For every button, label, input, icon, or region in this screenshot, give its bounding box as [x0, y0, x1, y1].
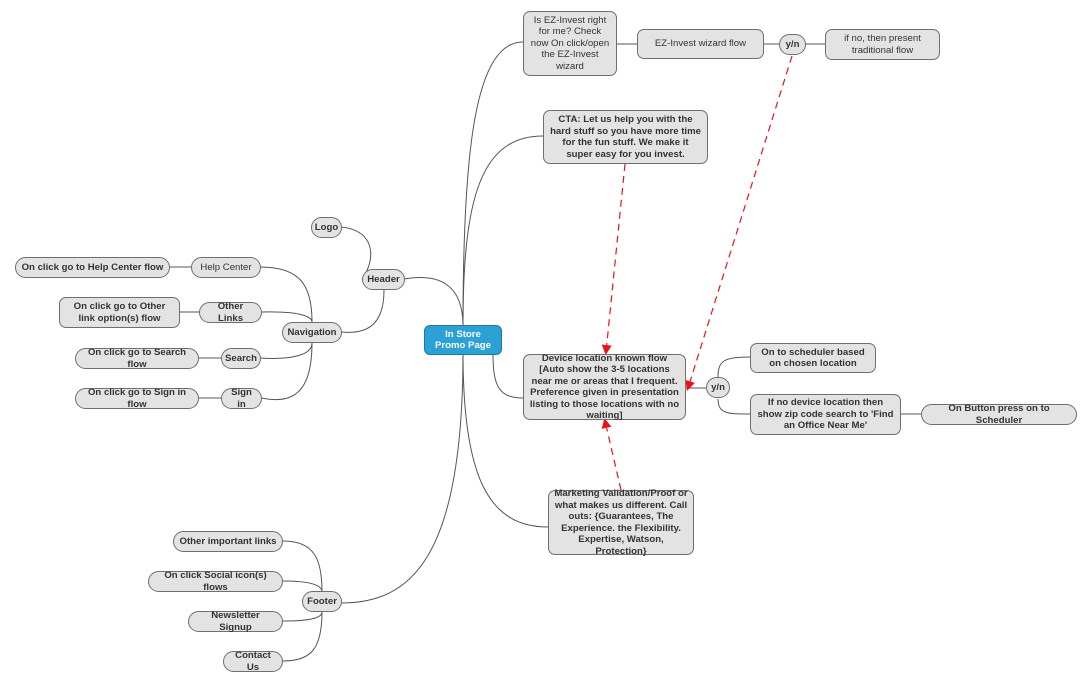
- link-central-footer: [340, 352, 464, 604]
- link-central-header: [403, 277, 464, 327]
- footer-newsletter[interactable]: Newsletter Signup: [188, 610, 283, 633]
- logo-node[interactable]: Logo: [311, 217, 342, 238]
- link-footer-contact: [282, 611, 323, 662]
- nav-other-links[interactable]: Other Links: [199, 301, 262, 324]
- link-nav-signin: [261, 342, 313, 401]
- button-press-scheduler[interactable]: On Button press on to Scheduler: [921, 403, 1077, 426]
- marketing-validation[interactable]: Marketing Validation/Proof or what makes…: [548, 488, 694, 557]
- link-central-ezinvest: [462, 41, 524, 327]
- device-yes-no[interactable]: y/n: [706, 377, 730, 398]
- central-topic[interactable]: In Store Promo Page: [424, 325, 502, 355]
- zip-code-search[interactable]: If no device location then show zip code…: [750, 394, 901, 435]
- nav-sign-in[interactable]: Sign in: [221, 387, 262, 410]
- link-nav-helpcenter: [259, 266, 313, 323]
- link-central-cta: [462, 135, 544, 327]
- search-action[interactable]: On click go to Search flow: [75, 347, 199, 370]
- ez-invest-yes-no[interactable]: y/n: [779, 34, 806, 55]
- link-yn-scheduler: [717, 356, 751, 378]
- help-center-action[interactable]: On click go to Help Center flow: [15, 257, 170, 278]
- footer-other-important-links[interactable]: Other important links: [173, 531, 283, 552]
- link-nav-search: [259, 342, 313, 359]
- dashed-arrow-yn-to-device: [685, 55, 793, 391]
- other-links-action[interactable]: On click go to Other link option(s) flow: [59, 297, 180, 328]
- link-header-navigation: [340, 289, 385, 333]
- footer-contact-us[interactable]: Contact Us: [223, 650, 283, 673]
- ez-invest-no-branch[interactable]: if no, then present traditional flow: [825, 29, 940, 60]
- ez-invest-question[interactable]: Is EZ-Invest right for me? Check now On …: [523, 11, 617, 76]
- link-footer-newsletter: [282, 611, 323, 622]
- cta-node[interactable]: CTA: Let us help you with the hard stuff…: [543, 110, 708, 164]
- device-location-flow[interactable]: Device location known flow [Auto show th…: [523, 353, 686, 421]
- nav-search[interactable]: Search: [221, 348, 261, 369]
- link-central-marketing: [462, 352, 549, 528]
- scheduler-chosen-location[interactable]: On to scheduler based on chosen location: [750, 343, 876, 373]
- sign-in-action[interactable]: On click go to Sign in flow: [75, 387, 199, 410]
- dashed-arrow-cta-to-device: [601, 163, 626, 355]
- nav-help-center[interactable]: Help Center: [191, 257, 261, 278]
- link-yn-zip: [717, 398, 751, 415]
- link-footer-social: [282, 580, 323, 593]
- footer-social-icons[interactable]: On click Social icon(s) flows: [148, 570, 283, 593]
- link-central-device: [492, 352, 524, 399]
- header-node[interactable]: Header: [362, 269, 405, 290]
- ez-invest-wizard-flow[interactable]: EZ-Invest wizard flow: [637, 29, 764, 59]
- link-footer-important: [282, 540, 323, 593]
- dashed-arrow-marketing-to-device: [601, 418, 622, 491]
- footer-node[interactable]: Footer: [302, 591, 342, 612]
- navigation-node[interactable]: Navigation: [282, 322, 342, 343]
- link-nav-otherlinks: [261, 311, 313, 323]
